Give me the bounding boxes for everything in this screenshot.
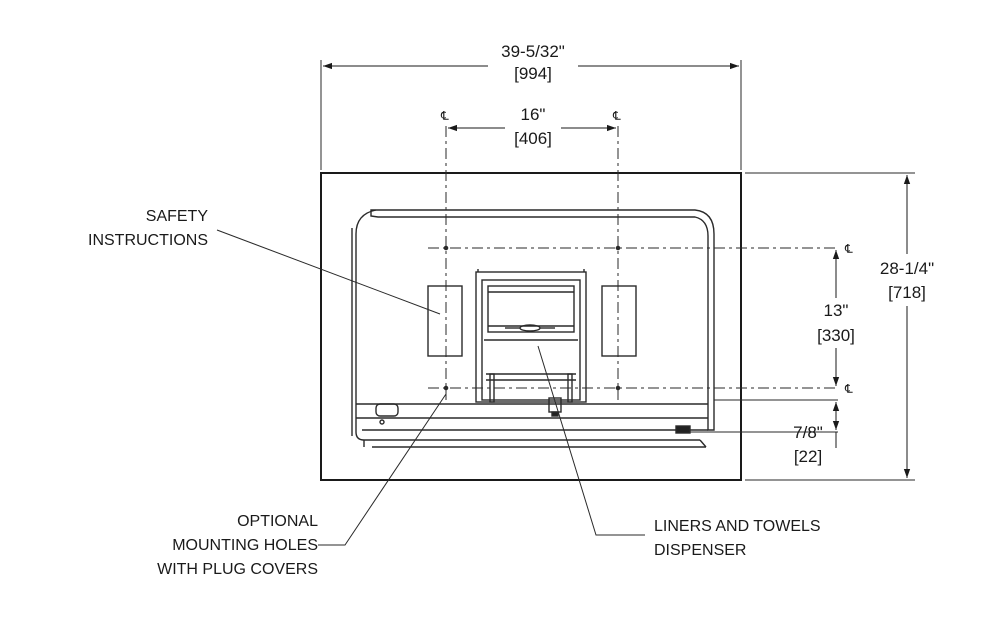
callout-safety-instructions: SAFETY INSTRUCTIONS (88, 208, 208, 249)
callout-safety-line2: INSTRUCTIONS (88, 232, 208, 249)
safety-panel-right (601, 285, 637, 357)
safety-panel-left (427, 285, 463, 357)
overall-height-in: 28-1/4" (880, 259, 934, 278)
callout-mounting-holes: OPTIONAL MOUNTING HOLES WITH PLUG COVERS (157, 513, 318, 578)
callout-dispenser: LINERS AND TOWELS DISPENSER (654, 518, 821, 559)
hole-spacing-v-mm: [330] (817, 326, 855, 345)
dimension-hole-spacing-vertical: 13" [330] (806, 250, 866, 386)
callout-dispenser-line2: DISPENSER (654, 542, 746, 559)
outer-frame (320, 172, 742, 481)
hole-spacing-v-in: 13" (824, 301, 849, 320)
centerline-symbol-2: ℄ (612, 109, 621, 123)
dimension-overall-height: 28-1/4" [718] (745, 172, 948, 481)
changing-station-unit (351, 209, 715, 448)
dimension-hole-spacing-horizontal: 16" [406] (448, 104, 616, 152)
callout-mounting-line2: MOUNTING HOLES (172, 537, 318, 554)
overall-height-mm: [718] (888, 283, 926, 302)
hole-spacing-h-in: 16" (521, 105, 546, 124)
callout-dispenser-line1: LINERS AND TOWELS (654, 518, 821, 535)
dimension-bottom-offset: 7/8" [22] (690, 399, 840, 466)
leader-lines (216, 229, 645, 546)
dimension-overall-width: 39-5/32" [994] (320, 38, 742, 170)
callout-mounting-line3: WITH PLUG COVERS (157, 561, 318, 578)
centerlines (428, 126, 838, 400)
centerline-symbol-4: ℄ (844, 382, 853, 396)
overall-width-mm: [994] (514, 64, 552, 83)
callout-safety-line1: SAFETY (146, 208, 209, 225)
bottom-offset-mm: [22] (794, 447, 822, 466)
mounting-hole-markers (443, 245, 621, 391)
centerline-symbol-3: ℄ (844, 242, 853, 256)
hole-spacing-h-mm: [406] (514, 129, 552, 148)
callout-mounting-line1: OPTIONAL (237, 513, 318, 530)
overall-width-in: 39-5/32" (501, 42, 565, 61)
dispenser-body (475, 269, 587, 417)
bottom-offset-in: 7/8" (793, 423, 823, 442)
centerline-symbol-1: ℄ (440, 109, 449, 123)
